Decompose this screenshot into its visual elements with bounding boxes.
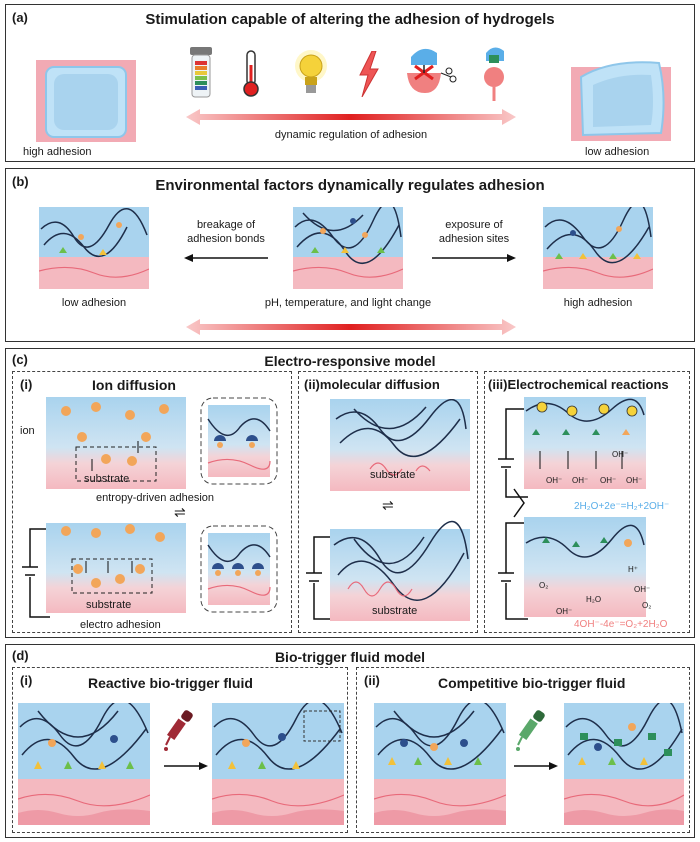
panel-a-label: (a) xyxy=(12,10,28,25)
breakage-caption-line1: breakage of xyxy=(196,219,256,231)
low-adhesion-gel-image xyxy=(571,57,671,141)
oh-minus-3: OH⁻ xyxy=(600,476,617,485)
panel-d-label: (d) xyxy=(12,648,29,663)
thermometer-icon xyxy=(239,49,263,99)
low-adhesion-network-image xyxy=(39,207,149,289)
h-plus: H⁺ xyxy=(628,565,638,574)
competitive-after-scene xyxy=(564,703,684,825)
left-black-arrow xyxy=(184,253,268,263)
ion-upper-zoom xyxy=(200,397,278,485)
competitive-fluid-title: Competitive bio-trigger fluid xyxy=(438,675,626,691)
competitive-dropper-icon xyxy=(516,709,548,751)
equation-reduction: 2H₂O+2e⁻=H₂+2OH⁻ xyxy=(574,501,670,512)
panel-c-title: Electro-responsive model xyxy=(264,353,436,369)
substrate-label-ii-bottom: substrate xyxy=(372,605,418,617)
panel-a-title: Stimulation capable of altering the adhe… xyxy=(145,11,555,28)
panel-d: (d) Bio-trigger fluid model (i) Reactive… xyxy=(5,644,695,838)
ion-lower-circuit xyxy=(20,509,190,627)
molecular-lower-circuit xyxy=(304,519,472,629)
environment-change-arrow xyxy=(186,317,516,337)
panel-b: (b) Environmental factors dynamically re… xyxy=(5,168,695,342)
competitive-fluid-num: (ii) xyxy=(364,673,380,688)
panel-b-label: (b) xyxy=(12,174,29,189)
equation-oxidation: 4OH⁻-4e⁻=O₂+2H₂O xyxy=(574,619,668,630)
panel-c-label: (c) xyxy=(12,352,28,367)
ion-diffusion-title: Ion diffusion xyxy=(92,377,176,393)
molecular-diffusion-title: (ii)molecular diffusion xyxy=(304,377,440,392)
competitive-before-scene xyxy=(374,703,506,825)
exposure-caption-line1: exposure of xyxy=(445,219,503,231)
electrochemical-circuit xyxy=(488,393,688,629)
initial-network-image xyxy=(293,207,403,289)
panel-d-title: Bio-trigger fluid model xyxy=(274,649,426,665)
molecular-upper-scene xyxy=(330,399,470,491)
substrate-label-ii-top: substrate xyxy=(370,469,416,481)
high-adhesion-network-image xyxy=(543,207,653,289)
ion-diffusion-num: (i) xyxy=(20,377,33,392)
ph-strip-icon xyxy=(186,47,216,99)
reactive-before-scene xyxy=(18,703,150,825)
electro-adhesion-caption: electro adhesion xyxy=(80,619,161,631)
reactive-dropper-icon xyxy=(164,709,196,751)
low-adhesion-b-caption: low adhesion xyxy=(61,297,127,309)
reactive-arrow xyxy=(164,761,208,771)
high-adhesion-gel-image xyxy=(36,60,136,142)
reactive-after-scene xyxy=(212,703,344,825)
exposure-caption-line2: adhesion sites xyxy=(438,233,510,245)
ion-lower-zoom xyxy=(200,525,278,613)
h2o-label: H₂O xyxy=(586,595,602,604)
low-adhesion-caption: low adhesion xyxy=(585,146,650,158)
oh-minus-5: OH⁻ xyxy=(612,450,629,459)
entropy-driven-caption: entropy-driven adhesion xyxy=(96,492,215,504)
ion-label: ion xyxy=(20,425,35,437)
high-adhesion-b-caption: high adhesion xyxy=(563,297,633,309)
ion-upper-scene xyxy=(46,397,186,489)
panel-a: (a) Stimulation capable of altering the … xyxy=(5,4,695,162)
o2-left: O₂ xyxy=(539,581,549,590)
ion-diffusion-box xyxy=(12,371,292,633)
light-bulb-icon xyxy=(294,48,328,100)
substrate-label-i-top: substrate xyxy=(84,473,130,485)
dynamic-regulation-arrow xyxy=(186,107,516,127)
equilibrium-arrow-i: ⇌ xyxy=(174,504,186,520)
competitive-fluid-box xyxy=(356,667,690,833)
electrochemical-box xyxy=(484,371,690,633)
lightning-icon xyxy=(358,51,380,97)
breakage-caption-line2: adhesion bonds xyxy=(187,233,265,245)
panel-b-title: Environmental factors dynamically regula… xyxy=(155,177,545,194)
panel-c: (c) Electro-responsive model (i) Ion dif… xyxy=(5,348,695,638)
oh-minus-2: OH⁻ xyxy=(572,476,589,485)
enzyme-cut-icon xyxy=(403,43,459,105)
reactive-fluid-num: (i) xyxy=(20,673,33,688)
competitive-arrow xyxy=(514,761,558,771)
environment-change-caption: pH, temperature, and light change xyxy=(264,297,432,309)
reactive-fluid-title: Reactive bio-trigger fluid xyxy=(88,675,253,691)
right-black-arrow xyxy=(432,253,516,263)
substrate-label-i-bottom: substrate xyxy=(86,599,132,611)
o2-right: O₂ xyxy=(642,601,652,610)
oh-minus-4: OH⁻ xyxy=(626,476,643,485)
oh-minus-1: OH⁻ xyxy=(546,476,563,485)
molecular-diffusion-box xyxy=(298,371,478,633)
electrochemical-title: (iii)Electrochemical reactions xyxy=(488,377,669,392)
dynamic-regulation-caption: dynamic regulation of adhesion xyxy=(274,129,428,141)
oh-minus-6: OH⁻ xyxy=(634,585,651,594)
reactive-fluid-box xyxy=(12,667,348,833)
high-adhesion-caption: high adhesion xyxy=(23,146,92,158)
competitive-binding-icon xyxy=(476,43,516,105)
oh-minus-7: OH⁻ xyxy=(556,607,573,616)
equilibrium-arrow-ii: ⇌ xyxy=(382,497,394,513)
